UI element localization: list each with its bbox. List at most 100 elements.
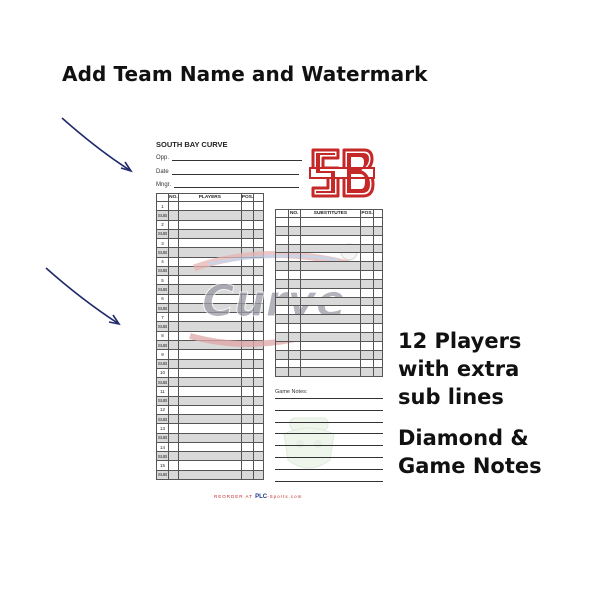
table-cell [240, 432, 255, 443]
table-cell [177, 460, 242, 471]
table-cell [275, 234, 289, 245]
row-number: 5 [156, 275, 169, 286]
row-number: 15 [156, 460, 169, 471]
table-cell [167, 275, 179, 286]
table-cell [373, 234, 383, 245]
table-row [275, 252, 383, 263]
table-row: 14 [156, 441, 264, 453]
table-cell [167, 312, 179, 323]
row-number: 12 [156, 404, 169, 416]
table-cell [253, 386, 264, 397]
table-cell [167, 200, 179, 212]
table-cell [299, 270, 362, 280]
table-cell [299, 234, 362, 245]
table-cell [275, 243, 289, 254]
row-number: SUB [156, 414, 169, 425]
table-cell [373, 261, 383, 272]
manager-label: Mngr. [156, 182, 172, 188]
row-number: SUB [156, 321, 169, 332]
table-cell [177, 377, 242, 388]
table-cell [299, 349, 362, 360]
table-cell [253, 451, 264, 462]
table-cell [240, 228, 255, 240]
table-cell [360, 287, 375, 298]
game-notes-line [275, 409, 383, 411]
table-cell [167, 302, 179, 314]
subs-header-row: NO. SUBSTITUTES POS. [275, 209, 383, 218]
row-number: 13 [156, 423, 169, 434]
col-header-blank [373, 209, 383, 218]
table-row: 12 [156, 404, 264, 416]
table-cell [275, 252, 289, 263]
table-cell [167, 451, 179, 462]
table-cell [177, 367, 242, 379]
table-row: SUB [156, 210, 264, 221]
table-row [275, 261, 383, 272]
table-row [275, 305, 383, 316]
table-cell [299, 278, 362, 289]
reorder-footer: REORDER AT PLC-Sports.com [214, 494, 302, 500]
footer-brand: PLC [255, 494, 268, 500]
table-cell [299, 261, 362, 272]
col-header-pos: POS. [360, 209, 375, 218]
col-header-pos: POS. [240, 193, 255, 202]
row-number: 3 [156, 238, 169, 249]
table-cell [373, 296, 383, 307]
table-cell [240, 395, 255, 406]
table-row: SUB [156, 414, 264, 425]
table-row [275, 296, 383, 307]
table-cell [360, 358, 375, 369]
table-cell [253, 460, 264, 471]
substitutes-table: NO. SUBSTITUTES POS. [275, 209, 383, 378]
table-cell [167, 395, 179, 406]
feature-line: sub lines [398, 385, 504, 409]
table-cell [373, 331, 383, 342]
date-field: Date [156, 168, 299, 175]
table-cell [287, 225, 301, 236]
col-header-blank [275, 209, 289, 218]
table-cell [177, 404, 242, 416]
table-cell [287, 305, 301, 316]
feature-line: with extra [398, 357, 520, 381]
table-cell [177, 414, 242, 425]
table-cell [167, 423, 179, 434]
table-row [275, 217, 383, 227]
feature-line: 12 Players [398, 329, 522, 353]
game-notes-line [275, 480, 383, 482]
table-cell [240, 210, 255, 221]
table-cell [167, 321, 179, 332]
table-cell [253, 228, 264, 240]
game-notes-line [275, 468, 383, 470]
row-number: 11 [156, 386, 169, 397]
team-logo [309, 148, 375, 198]
table-cell [167, 339, 179, 351]
row-number: SUB [156, 339, 169, 351]
table-cell [240, 386, 255, 397]
table-row: 15 [156, 460, 264, 471]
table-cell [177, 423, 242, 434]
table-cell [275, 287, 289, 298]
table-cell [360, 296, 375, 307]
table-cell [287, 261, 301, 272]
col-header-no: NO. [287, 209, 301, 218]
table-row [275, 225, 383, 236]
footer-suffix: -Sports.com [267, 494, 303, 499]
table-cell [373, 323, 383, 333]
date-label: Date [156, 169, 169, 175]
table-cell [167, 414, 179, 425]
table-cell [360, 217, 375, 227]
table-cell [287, 287, 301, 298]
row-number: SUB [156, 302, 169, 314]
feature-line: Diamond & [398, 426, 529, 450]
table-cell [287, 314, 301, 325]
table-cell [373, 340, 383, 351]
table-row [275, 349, 383, 360]
table-cell [167, 330, 179, 341]
table-row: SUB [156, 228, 264, 240]
row-number: SUB [156, 265, 169, 277]
table-cell [287, 367, 301, 378]
table-cell [287, 331, 301, 342]
table-cell [167, 219, 179, 230]
team-name: SOUTH BAY CURVE [156, 140, 228, 149]
table-cell [299, 314, 362, 325]
